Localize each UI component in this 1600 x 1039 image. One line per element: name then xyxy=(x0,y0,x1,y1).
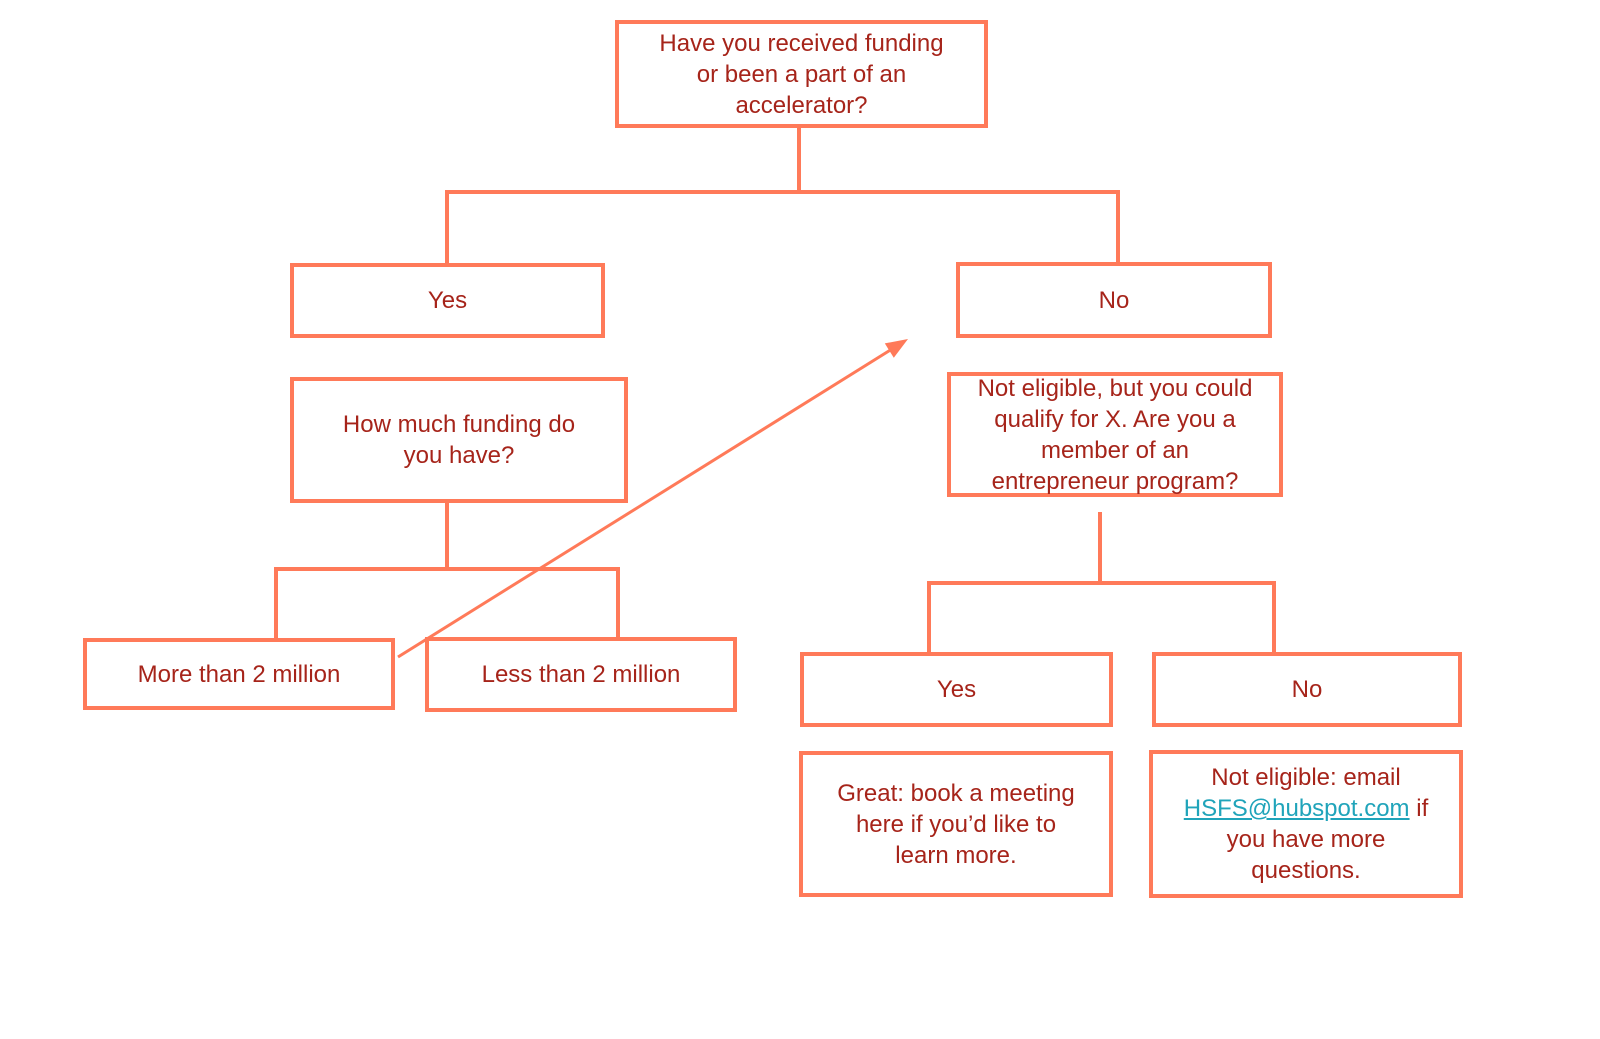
program-yes-label: Yes xyxy=(936,676,977,703)
connector-top-branch xyxy=(445,190,1120,263)
less-than-2m-label: Less than 2 million xyxy=(481,661,681,688)
connector-funding-branch xyxy=(274,567,620,638)
node-branch-yes: Yes xyxy=(290,263,605,338)
program-question-label: Not eligible, but you could qualify for … xyxy=(977,374,1253,495)
more-than-2m-label: More than 2 million xyxy=(137,660,341,688)
program-no-label: No xyxy=(1291,676,1323,703)
email-outcome-text: Not eligible: email HSFS@hubspot.com if … xyxy=(1184,762,1428,886)
connector-program-branch xyxy=(927,581,1276,652)
node-program-question: Not eligible, but you could qualify for … xyxy=(947,372,1283,497)
node-not-eligible-email: Not eligible: email HSFS@hubspot.com if … xyxy=(1149,750,1463,898)
node-branch-no: No xyxy=(956,262,1272,338)
funding-question-label: How much funding do you have? xyxy=(342,411,576,469)
node-program-yes: Yes xyxy=(800,652,1113,727)
email-link[interactable]: HSFS@hubspot.com xyxy=(1183,795,1410,822)
root-question-label: Have you received funding or been a part… xyxy=(659,29,944,119)
node-book-meeting: Great: book a meeting here if you’d like… xyxy=(799,751,1113,897)
node-less-than-2m: Less than 2 million xyxy=(425,637,737,712)
email-outcome-after: if you have more questions. xyxy=(1226,795,1429,884)
node-funding-question: How much funding do you have? xyxy=(290,377,628,503)
node-root-question: Have you received funding or been a part… xyxy=(615,20,988,128)
branch-yes-label: Yes xyxy=(427,287,468,314)
email-outcome-before: Not eligible: email xyxy=(1211,764,1401,791)
node-program-no: No xyxy=(1152,652,1462,727)
node-more-than-2m: More than 2 million xyxy=(83,638,395,710)
book-meeting-label: Great: book a meeting here if you’d like… xyxy=(837,779,1075,869)
branch-no-label: No xyxy=(1098,286,1130,314)
